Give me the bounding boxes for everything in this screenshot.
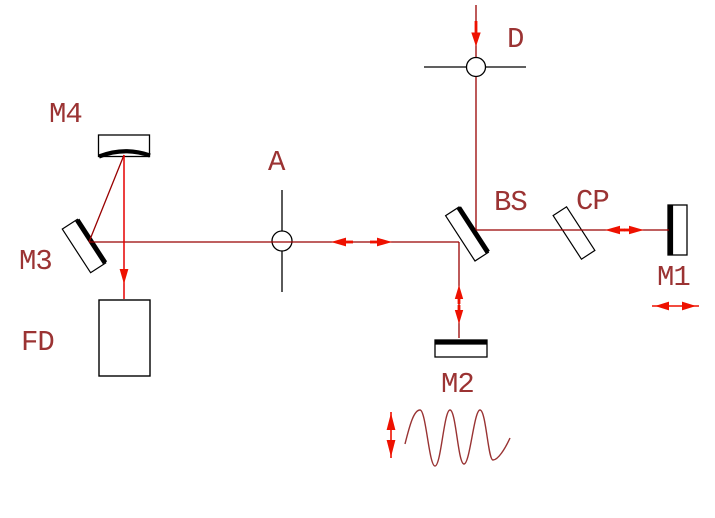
label-m4: M4 — [49, 98, 83, 131]
label-aperture: A — [268, 146, 285, 179]
m2-beam-up-arrow-tail — [457, 299, 461, 304]
m1-beam-right-arrow-tail — [624, 228, 629, 232]
beam-arrows — [119, 21, 644, 324]
beam-lines — [88, 5, 669, 338]
mirror-m2-icon — [434, 339, 488, 358]
m1-beam-left-arrow-tail — [620, 228, 625, 232]
fd-beam-arrow-icon — [119, 269, 129, 284]
m2-beam-down-arrow-icon — [454, 310, 464, 324]
m1-vibration-right-head — [682, 301, 696, 311]
beam-m3-to-m4 — [88, 154, 125, 243]
beamsplitter-bs-icon — [444, 206, 490, 262]
beam-right-arrow-icon — [377, 237, 392, 247]
label-detector: D — [507, 23, 524, 56]
m2-vibration-down-head — [386, 440, 396, 457]
m4-concave-face — [98, 149, 151, 159]
aperture-icon — [271, 230, 293, 252]
mirror-m1-icon — [667, 204, 688, 256]
m1-vibration-arrow-icon — [652, 301, 699, 311]
m2-vibration-arrow-icon — [386, 412, 396, 458]
curved-mirror-m4-icon — [97, 134, 151, 159]
sine-wave-icon — [404, 409, 511, 467]
compensator-plate-cp-icon — [552, 206, 596, 260]
m2-beam-down-arrow-tail — [457, 305, 461, 310]
beam-right-arrow-tail — [370, 240, 377, 244]
photodetector-fd-icon — [98, 299, 151, 377]
mirror-m3-icon — [61, 218, 108, 274]
input-beam-arrow-icon — [471, 32, 481, 47]
label-cp: CP — [576, 185, 610, 218]
label-m1: M1 — [657, 261, 691, 294]
beam-left-arrow-icon — [331, 237, 346, 247]
m1-beam-right-arrow-icon — [629, 225, 644, 235]
label-fd: FD — [21, 326, 55, 359]
beam-left-arrow-tail — [346, 240, 353, 244]
crosshair-lines — [281, 66, 526, 292]
input-beam-arrow-tail — [474, 21, 478, 34]
label-m2: M2 — [441, 368, 475, 401]
m2-vibration-up-head — [386, 413, 396, 430]
label-m3: M3 — [19, 245, 53, 278]
detector-icon — [465, 56, 487, 78]
bs-body — [444, 206, 490, 262]
bs-splitting-face — [456, 206, 490, 254]
m2-beam-up-arrow-icon — [454, 285, 464, 299]
m1-vibration-left-head — [655, 301, 669, 311]
label-bs: BS — [494, 186, 528, 219]
m1-beam-left-arrow-icon — [605, 225, 620, 235]
cp-body — [552, 206, 596, 260]
